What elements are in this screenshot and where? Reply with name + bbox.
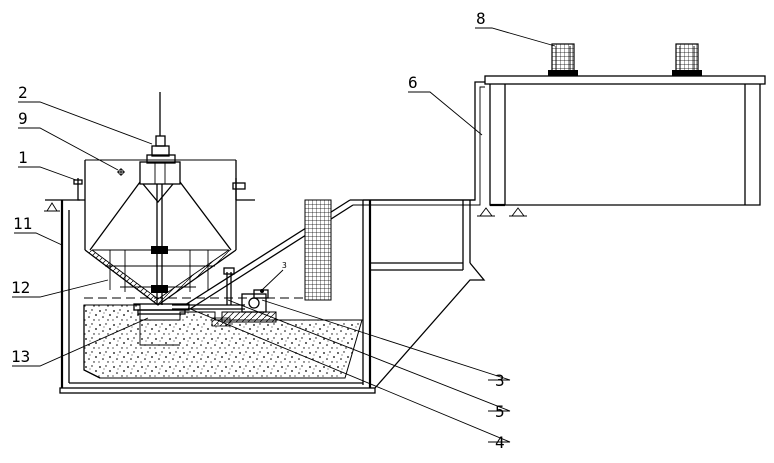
callout-3: 3	[495, 371, 505, 390]
gravel-left-edge	[83, 305, 101, 379]
leader-lines	[12, 27, 556, 443]
callout-8: 8	[476, 9, 486, 28]
shaft-coupling-upper	[151, 246, 168, 254]
callout-13: 13	[11, 347, 30, 366]
chamber-slope	[374, 262, 486, 389]
drive-motor-top	[155, 135, 166, 147]
callout-12: 12	[11, 278, 30, 297]
leader-3	[261, 299, 511, 381]
access-ladder	[304, 199, 332, 301]
ground-symbol-left	[44, 202, 60, 212]
callout-9: 9	[18, 109, 28, 128]
pump-small-label: 3	[282, 261, 287, 270]
riser-pipe	[226, 272, 232, 305]
riser-valve	[223, 267, 235, 275]
callout-2: 2	[18, 83, 28, 102]
leader-6	[408, 91, 483, 136]
drive-cap	[146, 154, 176, 164]
leader-1	[18, 166, 77, 181]
pump-base	[221, 311, 277, 323]
callout-1: 1	[18, 148, 28, 167]
callout-6: 6	[408, 73, 418, 92]
drive-housing	[139, 161, 181, 185]
roof-motor-1	[548, 43, 578, 76]
leader-2	[18, 101, 153, 145]
brace-left	[89, 181, 141, 251]
settling-chamber	[363, 199, 486, 389]
brace-v	[142, 183, 174, 204]
leader-9	[18, 127, 119, 171]
pump-small-leader	[261, 269, 284, 291]
shaft-coupling-lower	[151, 285, 168, 293]
discharge-pipe-route-inner	[353, 86, 485, 206]
gravel-inner-line	[139, 318, 180, 346]
elevated-tank	[484, 43, 766, 207]
pump-terminal	[260, 289, 264, 293]
impeller-base	[137, 309, 186, 315]
leader-13	[12, 317, 149, 367]
drive-housing-details	[154, 162, 166, 184]
suction-pipe	[172, 304, 245, 310]
tank-body	[489, 84, 761, 206]
tank-columns	[504, 84, 746, 205]
pump-impeller	[248, 297, 260, 309]
leader-4	[187, 307, 511, 443]
leader-11	[14, 232, 63, 246]
tank-roof	[484, 75, 766, 85]
tank-rim-bracket-left	[73, 179, 83, 185]
callout-5: 5	[495, 402, 505, 421]
leader-5	[227, 299, 511, 412]
mixing-tank	[73, 92, 246, 315]
callout-11: 11	[13, 214, 32, 233]
callout-labels: 8 2 9 1 11 12 13 6 3 5 4	[11, 9, 505, 452]
leader-8	[475, 27, 556, 47]
tank-rim-bracket-right	[232, 182, 246, 190]
brace-right	[179, 181, 232, 251]
base-slab	[59, 387, 376, 394]
callout-4: 4	[495, 433, 505, 452]
tank-rim-left	[77, 178, 85, 201]
central-shaft	[156, 184, 163, 305]
ladder	[304, 199, 332, 301]
roof-motor-2	[672, 43, 702, 76]
sensor-cross	[117, 168, 125, 176]
discharge-pipe-route	[350, 81, 485, 201]
leader-12	[12, 279, 109, 298]
ground-symbol-right-2	[509, 207, 527, 217]
ground-symbol-right-1	[477, 207, 495, 217]
